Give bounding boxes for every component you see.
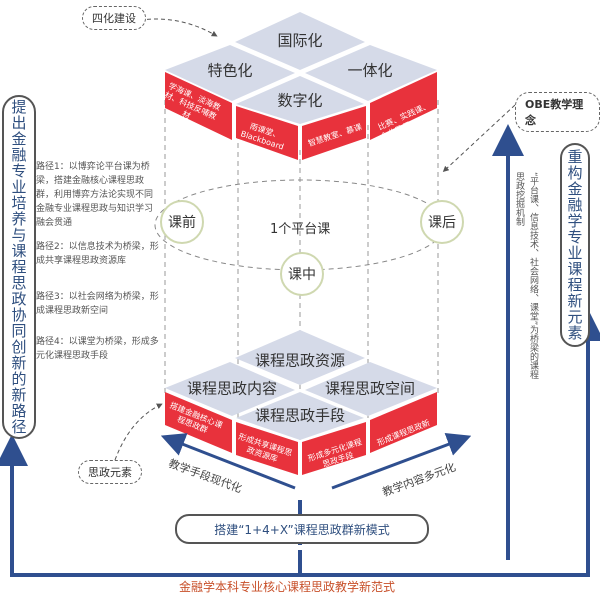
obe-label: OBE教学理念 bbox=[515, 92, 600, 132]
path-1: 路径1：以博弈论平台课为桥梁，搭建金融核心课程思政群，利用博弈方法论实现不同金融… bbox=[36, 162, 154, 228]
tile-space: 课程思政空间 bbox=[324, 379, 416, 398]
top-slab bbox=[165, 12, 437, 160]
frame-arrow-right bbox=[300, 309, 600, 577]
path-3: 路径3：以社会网络为桥梁，形成课程思政新空间 bbox=[36, 292, 159, 316]
tile-international: 国际化 bbox=[277, 31, 323, 50]
tile-distinctive: 特色化 bbox=[207, 61, 253, 80]
model-box: 搭建“1+4+X”课程思政群新模式 bbox=[175, 514, 429, 544]
right-note: “平台课、信息技术、社会网络、课堂”为桥梁的课程思政挖掘机制 bbox=[514, 172, 538, 380]
after-class: 课后 bbox=[420, 200, 464, 244]
paradigm-title: 金融学本科专业核心课程思政教学新范式 bbox=[175, 578, 400, 595]
tile-integrated: 一体化 bbox=[347, 61, 393, 80]
tile-resources: 课程思政资源 bbox=[254, 351, 346, 370]
tile-methods: 课程思政手段 bbox=[254, 406, 346, 425]
path-4: 路径4：以课堂为桥梁，形成多元化课程思政手段 bbox=[36, 337, 159, 361]
bottom-slab bbox=[165, 330, 437, 475]
tile-digital: 数字化 bbox=[277, 91, 323, 110]
frame-arrow-left bbox=[0, 434, 302, 577]
arrow-right bbox=[331, 432, 472, 490]
ideology-elements-label: 思政元素 bbox=[78, 460, 142, 484]
before-class: 课前 bbox=[160, 200, 204, 244]
left-title: 提出金融专业培养与课程思政协同创新的新路径 bbox=[2, 95, 36, 439]
during-class: 课中 bbox=[280, 252, 324, 296]
four-modernization-label: 四化建设 bbox=[82, 6, 146, 30]
arrow-left bbox=[160, 433, 296, 490]
tile-content: 课程思政内容 bbox=[186, 379, 278, 398]
path-2: 路径2：以信息技术为桥梁，形成共享课程思政资源库 bbox=[36, 242, 159, 266]
right-title: 重构金融学专业课程新元素 bbox=[560, 143, 590, 347]
platform-course: 1个平台课 bbox=[270, 222, 331, 237]
